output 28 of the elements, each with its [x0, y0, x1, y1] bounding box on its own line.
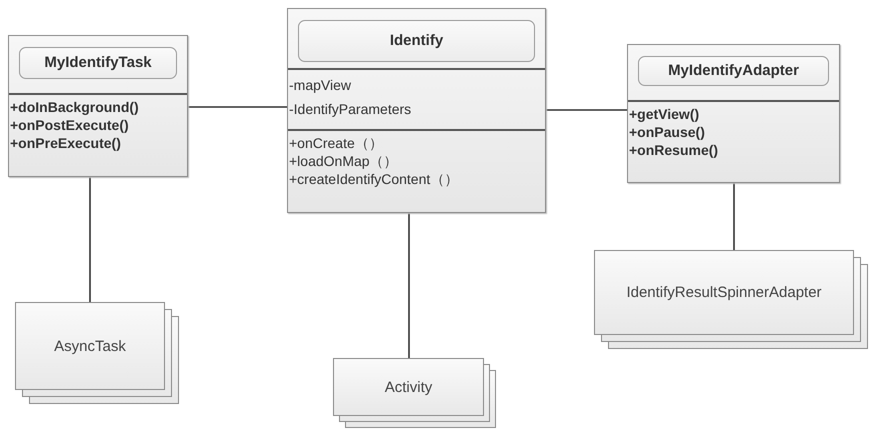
class-method: +doInBackground() — [10, 98, 139, 116]
class-method: +onResume() — [629, 141, 718, 159]
class-name: MyIdentifyAdapter — [638, 56, 829, 86]
class-box — [287, 8, 546, 213]
association-line — [188, 106, 287, 108]
class-method: +createIdentifyContent（） — [289, 170, 458, 188]
class-method: +onPostExecute() — [10, 116, 129, 134]
class-attribute: -IdentifyParameters — [289, 100, 412, 119]
class-method: +onPreExecute() — [10, 134, 121, 152]
association-line — [408, 213, 410, 358]
class-name: Activity — [384, 378, 432, 396]
class-name: IdentifyResultSpinnerAdapter — [626, 284, 822, 301]
class-method: +loadOnMap（） — [289, 152, 398, 170]
class-method: +onPause() — [629, 123, 705, 141]
association-line — [733, 183, 735, 250]
association-line — [89, 177, 91, 302]
class-name: MyIdentifyTask — [19, 47, 177, 79]
class-box — [594, 250, 854, 335]
class-box — [627, 44, 840, 183]
class-box — [15, 302, 165, 390]
class-name: AsyncTask — [54, 338, 126, 354]
class-method: +getView() — [629, 105, 700, 123]
association-line — [546, 109, 627, 111]
class-box — [333, 358, 484, 416]
class-method: +onCreate（） — [289, 134, 383, 152]
class-name: Identify — [298, 20, 535, 62]
class-box — [8, 35, 188, 177]
class-attribute: -mapView — [289, 76, 351, 95]
